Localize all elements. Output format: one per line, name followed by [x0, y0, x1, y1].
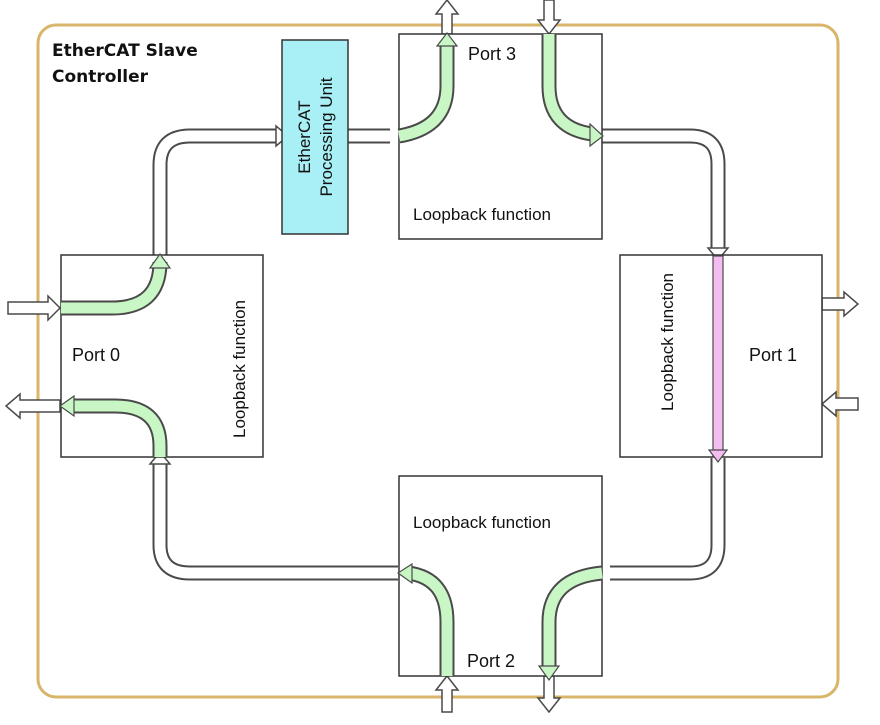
port2-flow-in — [407, 567, 453, 676]
pipe-port1-to-port2 — [610, 458, 724, 579]
port1-loopback-label: Loopback function — [658, 273, 677, 411]
port1-loopback-bar — [712, 255, 724, 457]
port1-output-arrow — [821, 290, 860, 318]
port3-flow-out — [397, 44, 453, 142]
port0-flow-out — [70, 400, 166, 457]
processing-unit-label-line2: Processing Unit — [317, 77, 336, 196]
port2-output-arrow — [536, 675, 562, 714]
slave-controller-frame — [36, 23, 840, 699]
port2-label: Port 2 — [467, 651, 515, 671]
green-flow-arrowheads — [58, 32, 604, 682]
processing-unit-label-line1: EtherCAT — [295, 100, 314, 173]
port1-input-arrow — [820, 390, 859, 418]
port1-label: Port 1 — [749, 345, 797, 365]
port3-output-arrow — [434, 0, 460, 35]
green-flows — [61, 34, 603, 676]
port2-flow-out-head — [537, 665, 561, 682]
port0-loopback-label: Loopback function — [230, 300, 249, 438]
arrowhead-into-port1 — [706, 247, 730, 262]
pipes — [152, 128, 726, 581]
port0-flow-in-head — [148, 252, 172, 269]
port0-flow-in — [61, 261, 166, 314]
port2-flow-out — [543, 567, 603, 668]
pipe-port2-to-port0 — [154, 464, 398, 579]
processing-unit-box — [281, 39, 349, 235]
port3-flow-out-head — [435, 32, 459, 47]
port3-label: Port 3 — [468, 44, 516, 64]
port3-flow-in-head — [589, 122, 604, 148]
port0-output-arrow — [4, 392, 61, 420]
controller-title-line1: EtherCAT Slave — [52, 41, 198, 61]
arrowhead-into-port0-bottom — [148, 450, 172, 465]
port2-flow-in-head — [396, 562, 413, 585]
port0-label: Port 0 — [72, 345, 120, 365]
port3-box — [398, 33, 603, 240]
port2-input-arrow — [434, 674, 460, 713]
port3-input-arrow — [536, 0, 562, 36]
port2-loopback-label: Loopback function — [413, 513, 551, 532]
external-arrows — [4, 0, 860, 714]
port0-flow-out-head — [58, 394, 75, 418]
controller-title-line2: Controller — [52, 67, 149, 87]
pipe-port3-to-port1 — [602, 130, 724, 248]
port0-input-arrow — [7, 294, 62, 322]
port3-flow-in — [543, 34, 593, 140]
pipe-port0-to-processing — [154, 130, 276, 258]
port1-loopback-arrowhead — [707, 449, 729, 463]
port3-loopback-label: Loopback function — [413, 205, 551, 224]
